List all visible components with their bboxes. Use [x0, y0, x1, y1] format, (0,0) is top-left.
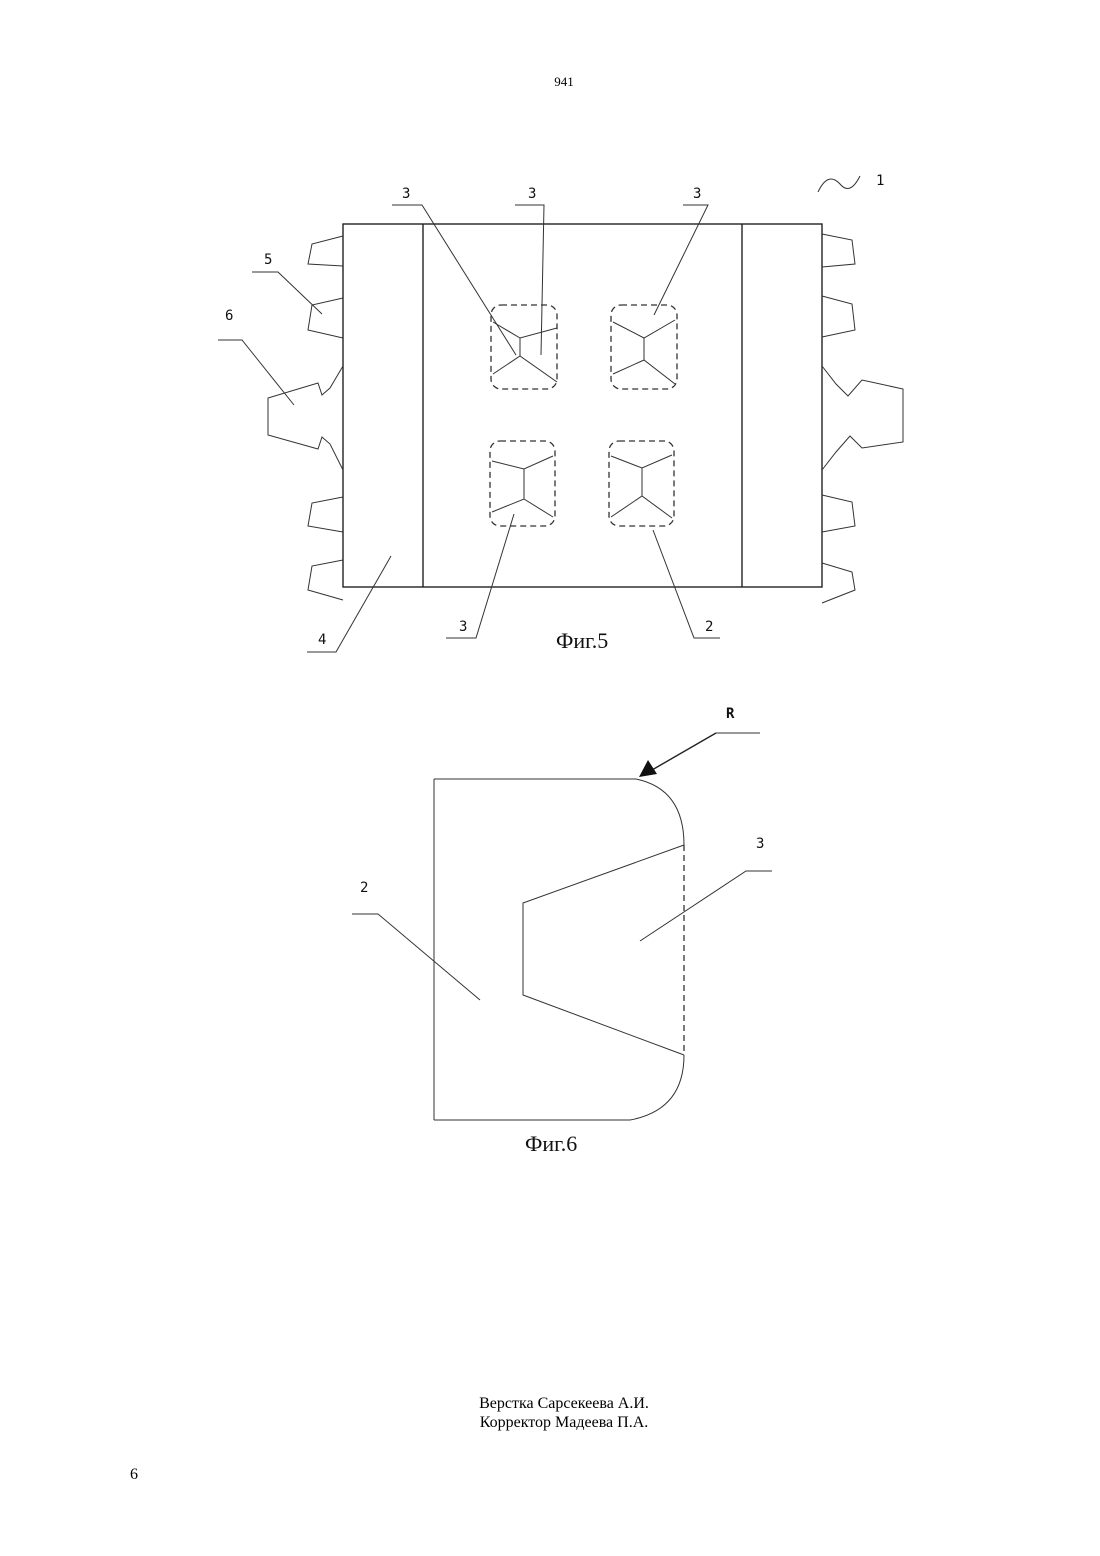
fig5-label-2: 2 [705, 619, 713, 635]
fig5-label-6: 6 [225, 308, 233, 324]
left-tab [268, 366, 343, 470]
right-teeth [822, 234, 855, 603]
fig5-leaders [218, 205, 720, 652]
cell-bottom-left [490, 441, 555, 526]
credits-block: Верстка Сарсекеева А.И. Корректор Мадеев… [0, 1394, 1100, 1432]
cell-bottom-right [609, 441, 674, 526]
fig5-label-3: 3 [693, 186, 701, 202]
figure-6-caption: Фиг.6 [525, 1131, 577, 1156]
fig6-label-3: 3 [756, 836, 764, 852]
figure-5-caption: Фиг.5 [556, 628, 608, 653]
cell-top-right [611, 305, 677, 389]
wedge-3 [523, 845, 684, 1055]
wave-symbol-icon [818, 176, 860, 192]
radius-arrow-shaft [652, 733, 716, 770]
figure-6: R 3 2 Фиг.6 [352, 706, 772, 1156]
credits-layout-line: Верстка Сарсекеева А.И. [0, 1394, 1100, 1413]
credits-corrector-line: Корректор Мадеева П.А. [0, 1413, 1100, 1432]
fig6-label-2: 2 [360, 880, 368, 896]
fig6-leader-2 [352, 914, 480, 1000]
fig5-label-4: 4 [318, 632, 326, 648]
fig5-label-5: 5 [264, 252, 272, 268]
fig5-label-1: 1 [876, 173, 884, 189]
fig5-label-3: 3 [459, 619, 467, 635]
figure-5: 1 3 3 3 5 6 4 3 2 Фиг.5 [218, 173, 903, 653]
body-outline [343, 224, 822, 587]
cell-outline-bottom [434, 1055, 684, 1120]
fig5-label-3: 3 [402, 186, 410, 202]
left-teeth [308, 236, 343, 600]
cell-outline-top [434, 779, 684, 845]
page-number: 6 [130, 1466, 138, 1484]
right-tab [822, 366, 903, 470]
cell-top-left [491, 305, 557, 389]
fig6-leader-3 [640, 871, 772, 941]
fig5-label-3: 3 [528, 186, 536, 202]
fig6-label-r: R [726, 706, 735, 722]
